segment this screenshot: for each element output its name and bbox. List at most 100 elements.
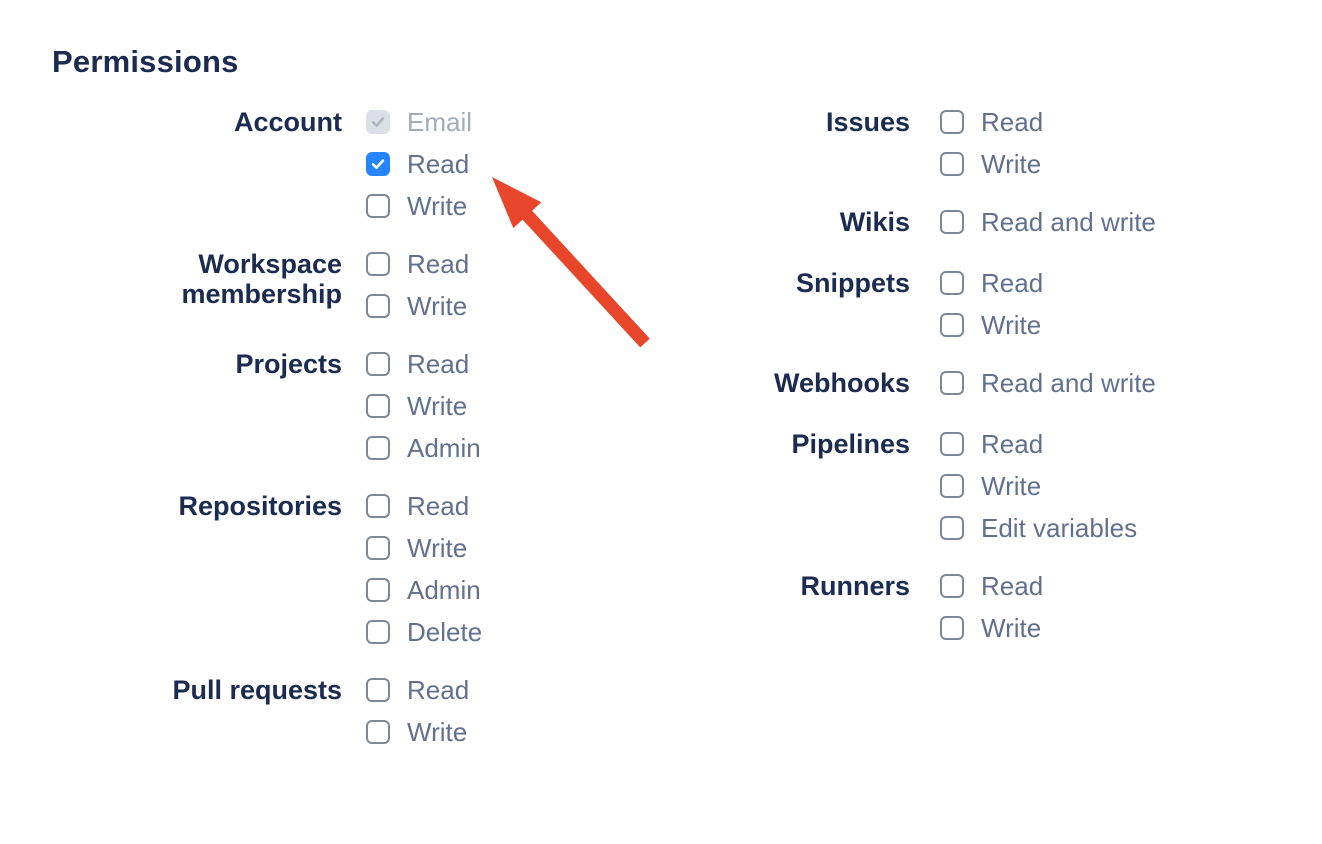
account-group-label: Account [234, 107, 342, 137]
account-write-label: Write [407, 191, 468, 221]
workspace-membership-write-label: Write [407, 291, 468, 321]
pipelines-edit-variables-option[interactable]: Edit variables [940, 513, 1138, 543]
repositories-write-label: Write [407, 533, 468, 563]
permission-group-runners: Runners Read Write [740, 571, 1156, 643]
pull-requests-write-option[interactable]: Write [366, 717, 469, 747]
account-email-option: Email [366, 107, 473, 137]
permission-group-issues: Issues Read Write [740, 107, 1156, 177]
pull-requests-write-label: Write [407, 717, 468, 747]
wikis-read-and-write-checkbox[interactable] [940, 210, 964, 234]
issues-write-option[interactable]: Write [940, 151, 1043, 177]
wikis-read-and-write-option[interactable]: Read and write [940, 207, 1156, 237]
account-email-label: Email [407, 107, 473, 137]
repositories-write-option[interactable]: Write [366, 533, 482, 563]
repositories-read-checkbox[interactable] [366, 494, 390, 518]
webhooks-read-and-write-checkbox[interactable] [940, 371, 964, 395]
runners-group-label: Runners [800, 571, 910, 601]
permission-options: Read Write [940, 573, 1043, 643]
pipelines-group-label: Pipelines [791, 429, 910, 459]
wikis-read-and-write-label: Read and write [981, 207, 1156, 237]
permission-options: Read and write [940, 207, 1156, 237]
permission-group-pull-requests: Pull requests Read Write [157, 675, 482, 747]
workspace-membership-read-option[interactable]: Read [366, 249, 470, 279]
pipelines-write-checkbox[interactable] [940, 474, 964, 498]
account-read-option[interactable]: Read [366, 149, 472, 179]
snippets-write-option[interactable]: Write [940, 310, 1043, 340]
runners-read-checkbox[interactable] [940, 574, 964, 598]
projects-read-label: Read [407, 349, 470, 379]
permission-options: Read Write [366, 675, 470, 747]
permission-group-webhooks: Webhooks Read and write [740, 368, 1156, 398]
account-write-checkbox[interactable] [366, 194, 390, 218]
repositories-group-label: Repositories [178, 491, 342, 521]
pipelines-read-label: Read [981, 429, 1044, 459]
permission-options: Read Write Edit variables [940, 429, 1138, 543]
repositories-delete-option[interactable]: Delete [366, 617, 483, 647]
permission-options: Read Write Admin [366, 349, 481, 461]
workspace-membership-read-checkbox[interactable] [366, 252, 390, 276]
webhooks-group-label: Webhooks [773, 368, 910, 398]
pull-requests-read-label: Read [407, 675, 470, 705]
pull-requests-read-option[interactable]: Read [366, 675, 470, 705]
projects-admin-option[interactable]: Admin [366, 435, 481, 461]
snippets-write-label: Write [981, 310, 1042, 340]
repositories-admin-option[interactable]: Admin [366, 577, 482, 603]
webhooks-read-and-write-option[interactable]: Read and write [940, 370, 1156, 396]
snippets-read-checkbox[interactable] [940, 271, 964, 295]
wikis-group-label: Wikis [839, 207, 910, 237]
workspace-membership-write-checkbox[interactable] [366, 294, 390, 318]
repositories-write-checkbox[interactable] [366, 536, 390, 560]
account-read-label: Read [407, 149, 470, 179]
permissions-column-left: Account Email Read Write Workspace membe… [157, 107, 483, 778]
pipelines-read-checkbox[interactable] [940, 432, 964, 456]
checkmark-icon [371, 159, 385, 170]
permission-options: Read Write [366, 249, 470, 321]
permission-group-projects: Projects Read Write Admin [157, 349, 482, 461]
permission-options: Read Write Admin Delete [366, 493, 483, 647]
pull-requests-read-checkbox[interactable] [366, 678, 390, 702]
issues-read-checkbox[interactable] [940, 110, 964, 134]
permission-group-repositories: Repositories Read Write Admin [157, 491, 483, 647]
repositories-admin-checkbox[interactable] [366, 578, 390, 602]
annotation-arrow-shape [492, 177, 650, 348]
pipelines-edit-variables-label: Edit variables [981, 513, 1138, 543]
repositories-delete-checkbox[interactable] [366, 620, 390, 644]
issues-write-checkbox[interactable] [940, 152, 964, 176]
permission-group-workspace-membership: Workspace membership Read Write [157, 249, 482, 321]
runners-write-checkbox[interactable] [940, 616, 964, 640]
repositories-delete-label: Delete [407, 617, 483, 647]
runners-write-option[interactable]: Write [940, 613, 1043, 643]
projects-read-option[interactable]: Read [366, 349, 481, 379]
account-write-option[interactable]: Write [366, 191, 472, 221]
projects-admin-checkbox[interactable] [366, 436, 390, 460]
issues-read-option[interactable]: Read [940, 109, 1043, 135]
runners-read-option[interactable]: Read [940, 573, 1043, 599]
pipelines-write-option[interactable]: Write [940, 471, 1137, 501]
permission-group-account: Account Email Read Write [157, 107, 482, 221]
permission-options: Email Read Write [366, 107, 473, 221]
permission-group-wikis: Wikis Read and write [740, 207, 1156, 237]
projects-write-checkbox[interactable] [366, 394, 390, 418]
projects-write-option[interactable]: Write [366, 391, 481, 421]
workspace-membership-write-option[interactable]: Write [366, 291, 469, 321]
issues-group-label: Issues [825, 107, 910, 137]
permission-group-pipelines: Pipelines Read Write Edit variables [740, 429, 1156, 543]
workspace-membership-read-label: Read [407, 249, 470, 279]
page-title: Permissions [52, 44, 239, 79]
projects-read-checkbox[interactable] [366, 352, 390, 376]
snippets-read-option[interactable]: Read [940, 268, 1044, 298]
pipelines-read-option[interactable]: Read [940, 429, 1137, 459]
projects-write-label: Write [407, 391, 468, 421]
pipelines-write-label: Write [981, 471, 1042, 501]
permissions-column-right: Issues Read Write Wikis Read and write [740, 107, 1156, 674]
pipelines-edit-variables-checkbox[interactable] [940, 516, 964, 540]
runners-write-label: Write [981, 613, 1042, 643]
snippets-write-checkbox[interactable] [940, 313, 964, 337]
snippets-read-label: Read [981, 268, 1044, 298]
pull-requests-group-label: Pull requests [172, 675, 342, 705]
projects-group-label: Projects [235, 349, 342, 379]
permission-options: Read Write [940, 109, 1043, 177]
pull-requests-write-checkbox[interactable] [366, 720, 390, 744]
account-read-checkbox[interactable] [366, 152, 390, 176]
repositories-read-option[interactable]: Read [366, 493, 482, 519]
